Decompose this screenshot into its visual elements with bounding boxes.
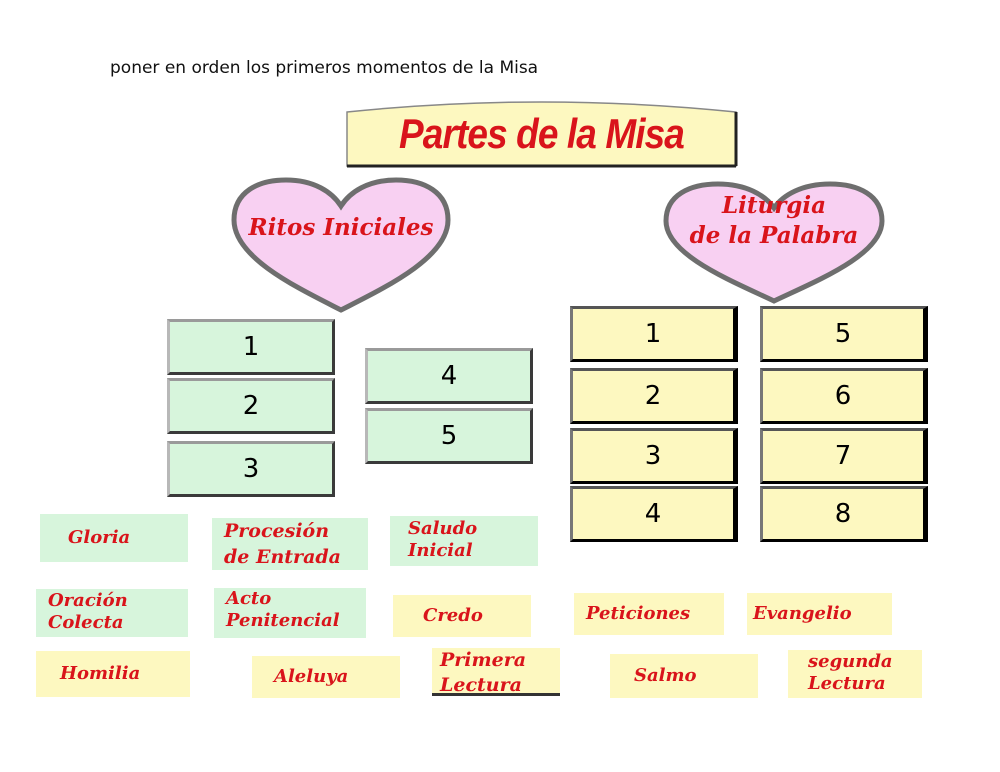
liturgia-slot[interactable]: 2 bbox=[570, 368, 738, 424]
card-homilia[interactable]: Homilia bbox=[36, 651, 190, 697]
card-evangelio[interactable]: Evangelio bbox=[747, 593, 892, 635]
banner-title: Partes de la Misa bbox=[399, 110, 685, 157]
card-saludo-inicial[interactable]: Saludo Inicial bbox=[390, 516, 538, 566]
ritos-slot[interactable]: 1 bbox=[167, 319, 335, 375]
ritos-slot[interactable]: 5 bbox=[365, 408, 533, 464]
card-line: Saludo bbox=[408, 518, 478, 539]
heart-liturgia-line-2: de la Palabra bbox=[689, 222, 859, 249]
card-primera-lectura[interactable]: Primera Lectura bbox=[432, 648, 560, 696]
liturgia-slot[interactable]: 8 bbox=[760, 486, 928, 542]
card-procesion-entrada[interactable]: Procesión de Entrada bbox=[212, 518, 368, 570]
card-line: Procesión bbox=[224, 520, 330, 542]
card-line: Aleluya bbox=[274, 666, 349, 687]
card-line: Peticiones bbox=[586, 603, 691, 624]
card-line: Oración bbox=[48, 590, 128, 611]
heart-ritos-iniciales: Ritos Iniciales bbox=[228, 176, 454, 314]
card-line: Colecta bbox=[48, 612, 124, 633]
heart-liturgia-line-1: Liturgia bbox=[721, 192, 827, 219]
card-gloria[interactable]: Gloria bbox=[40, 514, 188, 562]
card-line: Evangelio bbox=[753, 603, 852, 624]
ritos-slot[interactable]: 4 bbox=[365, 348, 533, 404]
liturgia-slot[interactable]: 1 bbox=[570, 306, 738, 362]
card-line: Lectura bbox=[808, 673, 886, 694]
heart-liturgia-palabra: Liturgia de la Palabra bbox=[660, 181, 888, 305]
ritos-slot[interactable]: 3 bbox=[167, 441, 335, 497]
instruction-text: poner en orden los primeros momentos de … bbox=[110, 58, 539, 78]
card-line: segunda bbox=[808, 651, 893, 672]
heart-ritos-line: Ritos Iniciales bbox=[248, 214, 434, 241]
heart-liturgia-label: Liturgia de la Palabra bbox=[660, 191, 888, 251]
card-aleluya[interactable]: Aleluya bbox=[252, 656, 400, 698]
card-line: Credo bbox=[423, 605, 483, 626]
card-salmo[interactable]: Salmo bbox=[610, 654, 758, 698]
liturgia-slot[interactable]: 5 bbox=[760, 306, 928, 362]
card-line: Inicial bbox=[408, 540, 473, 561]
card-oracion-colecta[interactable]: Oración Colecta bbox=[36, 589, 188, 637]
title-banner: Partes de la Misa bbox=[345, 98, 738, 168]
card-line: Acto bbox=[226, 588, 272, 609]
card-line: Penitencial bbox=[226, 610, 340, 631]
banner-shape bbox=[346, 101, 738, 168]
card-line: de Entrada bbox=[224, 546, 341, 568]
card-line: Homilia bbox=[60, 663, 141, 684]
card-line: Gloria bbox=[68, 527, 131, 548]
card-credo[interactable]: Credo bbox=[393, 595, 531, 637]
card-line: Lectura bbox=[440, 674, 522, 696]
card-peticiones[interactable]: Peticiones bbox=[574, 593, 724, 635]
liturgia-slot[interactable]: 6 bbox=[760, 368, 928, 424]
liturgia-slot[interactable]: 7 bbox=[760, 428, 928, 484]
card-line: Primera bbox=[440, 649, 527, 671]
card-acto-penitencial[interactable]: Acto Penitencial bbox=[214, 588, 366, 638]
ritos-slot[interactable]: 2 bbox=[167, 378, 335, 434]
card-line: Salmo bbox=[634, 665, 697, 686]
liturgia-slot[interactable]: 3 bbox=[570, 428, 738, 484]
card-segunda-lectura[interactable]: segunda Lectura bbox=[788, 650, 922, 698]
heart-ritos-label: Ritos Iniciales bbox=[228, 213, 454, 243]
liturgia-slot[interactable]: 4 bbox=[570, 486, 738, 542]
